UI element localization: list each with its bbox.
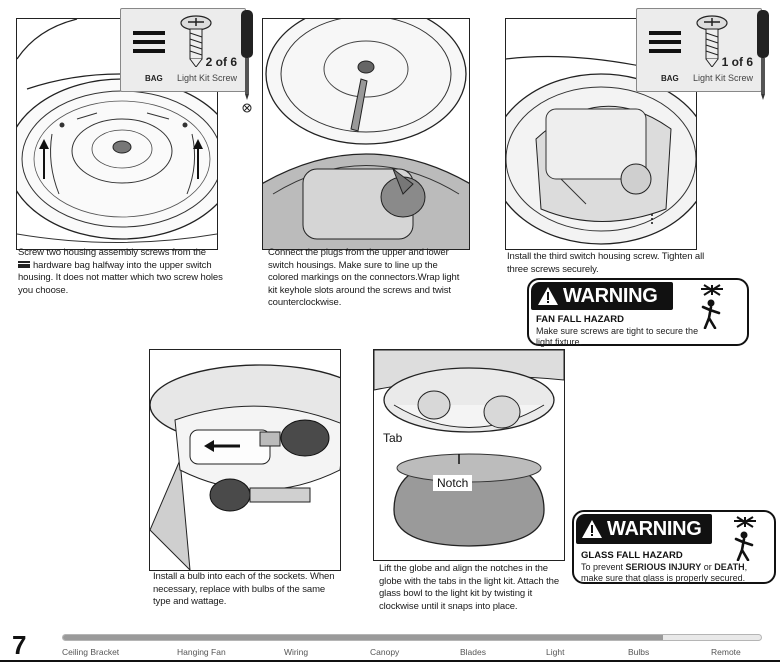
step-3-illustration xyxy=(505,18,697,250)
bag-lines-icon xyxy=(649,31,681,55)
step-4-caption: Install a bulb into each of the sockets.… xyxy=(153,571,335,607)
tab-label: Tab xyxy=(381,431,405,445)
screwdriver-icon xyxy=(241,10,253,113)
section-label-hanging-fan: Hanging Fan xyxy=(177,647,226,657)
section-progress-bar xyxy=(62,634,762,641)
falling-fan-person-icon xyxy=(701,284,723,329)
footer-divider xyxy=(0,660,780,662)
warning-triangle-icon xyxy=(538,287,558,305)
section-label-canopy: Canopy xyxy=(370,647,400,657)
warning-hazard: GLASS FALL HAZARD xyxy=(581,550,683,561)
warning-message: To prevent SERIOUS INJURY or DEATH, make… xyxy=(581,562,771,584)
warning-message: Make sure screws are tight to secure the… xyxy=(536,326,699,347)
warning-message-emphasis: DEATH xyxy=(714,562,745,572)
section-label-light: Light xyxy=(546,647,565,657)
bag-label: BAG xyxy=(145,74,163,83)
section-label-bulbs: Bulbs xyxy=(628,647,650,657)
step-2-illustration xyxy=(262,18,470,250)
bag-part-name: Light Kit Screw xyxy=(176,73,237,83)
screw-icon xyxy=(180,15,212,67)
warning-tag: WARNING xyxy=(576,514,712,544)
warning-glass-fall: WARNING GLASS FALL HAZARD To prevent SER… xyxy=(572,510,776,584)
bag-part-name: Light Kit Screw xyxy=(692,73,753,83)
section-label-remote: Remote xyxy=(711,647,741,657)
step-5-caption: Lift the globe and align the notches in … xyxy=(379,563,560,612)
section-progress-fill xyxy=(63,635,664,640)
warning-message-part: , make sure that glass is properly secur… xyxy=(581,562,748,583)
bag-lines-icon xyxy=(18,260,30,268)
falling-fan-person-icon xyxy=(734,516,756,561)
bag-box-1-of-6: BAG 1 of 6 Light Kit Screw xyxy=(636,8,762,92)
warning-title: WARNING xyxy=(607,517,702,540)
bag-lines-icon xyxy=(133,31,165,55)
warning-fan-fall: WARNING FAN FALL HAZARD Make sure screws… xyxy=(527,278,749,347)
step-4-illustration xyxy=(149,349,341,571)
warning-title: WARNING xyxy=(563,284,658,307)
warning-message-part: To prevent xyxy=(581,562,626,572)
bag-label: BAG xyxy=(661,74,679,83)
step-2-caption: Connect the plugs from the upper and low… xyxy=(268,247,460,308)
step-3-caption: Install the third switch housing screw. … xyxy=(507,251,705,275)
screw-icon xyxy=(696,15,728,67)
page-number: 7 xyxy=(12,630,27,660)
bag-count: 1 of 6 xyxy=(721,55,753,69)
warning-message-part: or xyxy=(701,562,715,572)
warning-message-emphasis: SERIOUS INJURY xyxy=(625,562,702,572)
screwdriver-icon xyxy=(757,10,769,100)
notch-label: Notch xyxy=(433,475,473,491)
section-label-ceiling-bracket: Ceiling Bracket xyxy=(62,647,120,657)
bag-box-2-of-6: BAG 2 of 6 Light Kit Screw xyxy=(120,8,246,92)
bag-count: 2 of 6 xyxy=(205,55,237,69)
step-1-caption-line1: Screw two housing assembly screws from t… xyxy=(18,247,206,258)
step-5-illustration xyxy=(373,349,565,561)
warning-tag: WARNING xyxy=(531,282,673,310)
warning-hazard: FAN FALL HAZARD xyxy=(536,314,624,325)
warning-triangle-icon xyxy=(582,520,602,538)
section-label-blades: Blades xyxy=(460,647,486,657)
step-1-caption-rest: hardware bag halfway into the upper swit… xyxy=(18,259,223,296)
step-1-caption: Screw two housing assembly screws from t… xyxy=(18,247,223,297)
section-label-wiring: Wiring xyxy=(284,647,309,657)
